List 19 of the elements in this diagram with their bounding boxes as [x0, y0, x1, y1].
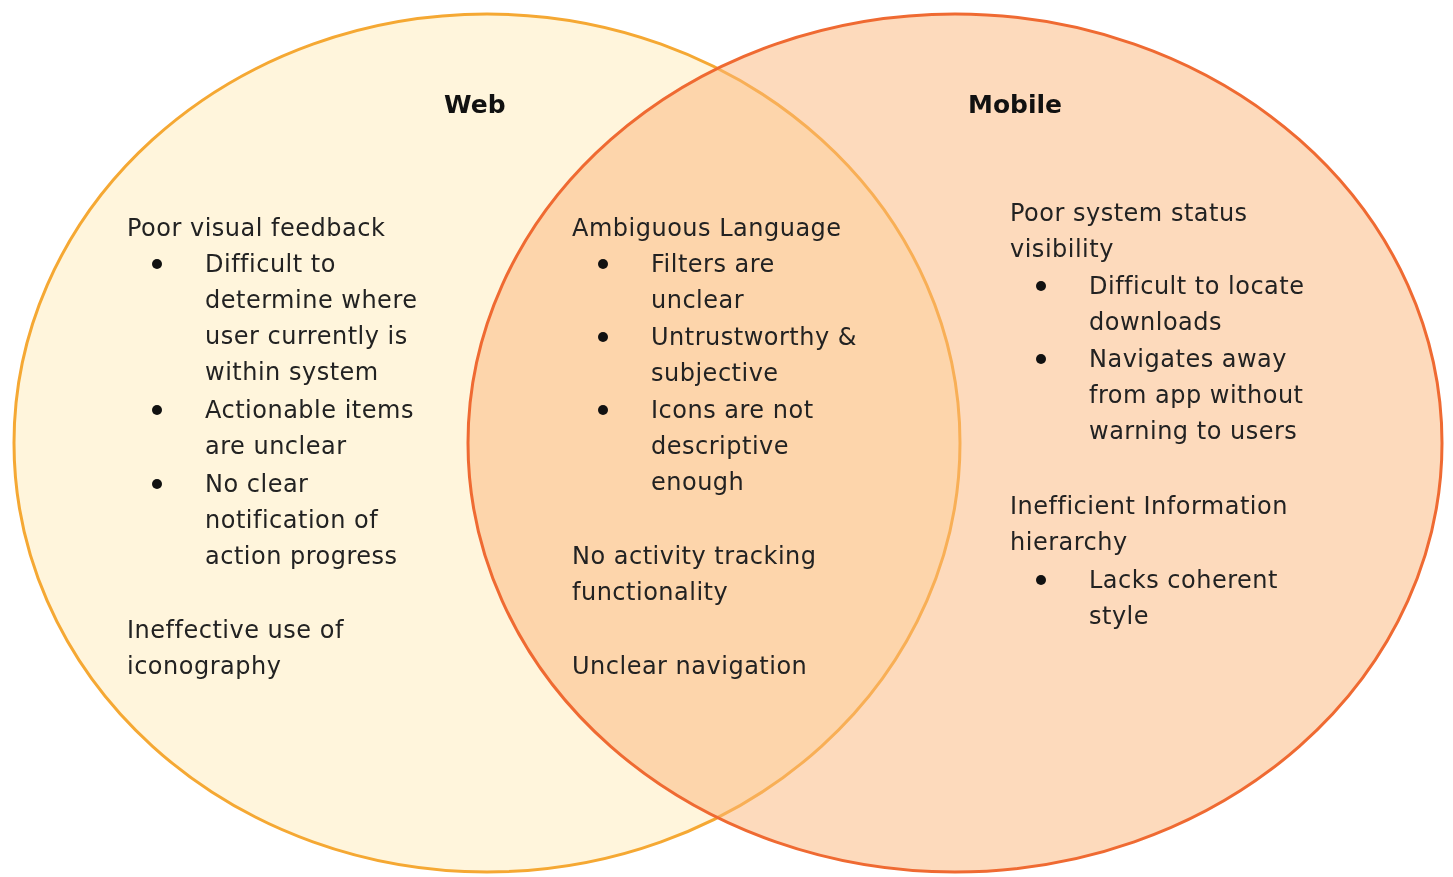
bullet-item-text: Filters are unclear — [651, 249, 776, 316]
category-text: No activity tracking functionality — [572, 541, 818, 608]
bullet-item-text: No clear notification of action progress — [205, 469, 399, 572]
bullet-item-text: Difficult to determine where user currently is within system — [205, 249, 419, 388]
circle-heading: Mobile — [968, 90, 1063, 119]
bullet-item-text: Difficult to locate downloads — [1089, 271, 1306, 338]
category-text: Poor visual feedback — [127, 213, 387, 244]
category-text: Poor system status visibility — [1010, 198, 1249, 265]
category-text: Ambiguous Language — [572, 213, 843, 244]
bullet-item-text: Icons are not descriptive enough — [651, 395, 815, 498]
bullet-item-text: Untrustworthy & subjective — [651, 322, 859, 389]
circle-heading: Web — [444, 90, 506, 119]
bullet-item-text: Actionable items are unclear — [205, 395, 415, 462]
bullet-item-text: Lacks coherent style — [1089, 565, 1279, 632]
category-text: Unclear navigation — [572, 651, 809, 682]
category-text: Inefficient Information hierarchy — [1010, 491, 1289, 558]
bullet-item-text: Navigates away from app without warning to users — [1089, 344, 1305, 447]
venn-circle — [12, 12, 962, 874]
category-text: Ineffective use of iconography — [127, 615, 345, 682]
